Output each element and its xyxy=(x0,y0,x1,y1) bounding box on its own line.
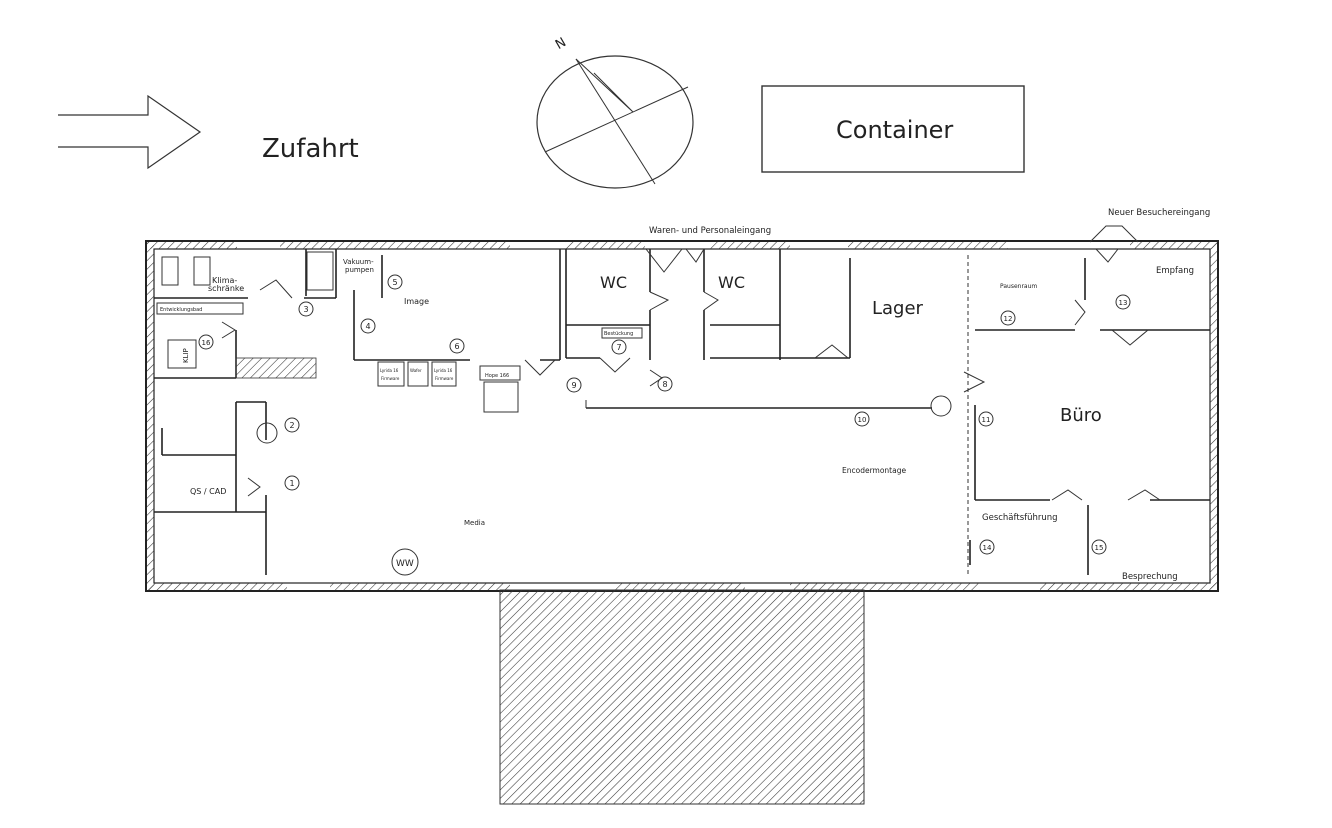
marker-11: 11 xyxy=(978,411,994,427)
bestueckung-label: Bestückung xyxy=(604,331,633,337)
entrance-arrow-icon xyxy=(58,94,202,170)
vakuum-label-2: pumpen xyxy=(345,266,374,274)
equipment xyxy=(156,251,952,444)
svg-text:WW: WW xyxy=(396,559,414,569)
besprechung-label: Besprechung xyxy=(1122,572,1178,582)
marker-label: 2 xyxy=(289,421,294,430)
klip-label: KLIP xyxy=(182,348,190,363)
hope-label: Hope 166 xyxy=(485,373,509,379)
marker-4: 4 xyxy=(360,318,376,334)
marker-7: 7 xyxy=(611,339,627,355)
container-box xyxy=(761,85,1025,173)
lager-label: Lager xyxy=(872,298,924,319)
klima-label-2: schränke xyxy=(208,284,244,293)
zufahrt-label: Zufahrt xyxy=(262,134,359,164)
machine-b-label-1: Wafer xyxy=(410,368,422,373)
marker-6: 6 xyxy=(449,338,465,354)
pausenraum-label: Pausenraum xyxy=(1000,283,1037,290)
marker-label: 3 xyxy=(303,305,308,314)
marker-label: 13 xyxy=(1119,299,1128,307)
marker-label: 16 xyxy=(202,339,211,347)
marker-label: 11 xyxy=(982,416,991,424)
marker-label: 7 xyxy=(616,343,621,352)
marker-1: 1 xyxy=(284,475,300,491)
door-symbols xyxy=(221,225,1161,501)
container-label: Container xyxy=(836,116,953,144)
marker-label: 12 xyxy=(1004,315,1013,323)
wc-left-label: WC xyxy=(600,273,627,292)
encodermontage-label: Encodermontage xyxy=(842,466,906,475)
marker-label: 6 xyxy=(454,342,459,351)
marker-16: 16 xyxy=(198,334,214,350)
vakuum-label-1: Vakuum- xyxy=(343,258,374,266)
compass-icon xyxy=(536,55,694,189)
interior-walls xyxy=(154,249,1210,575)
buero-label: Büro xyxy=(1060,405,1102,426)
marker-label: 8 xyxy=(662,380,667,389)
marker-2: 2 xyxy=(284,417,300,433)
marker-label: 14 xyxy=(983,544,992,552)
marker-10: 10 xyxy=(854,411,870,427)
marker-5: 5 xyxy=(387,274,403,290)
marker-label: 5 xyxy=(392,278,397,287)
wc-right-label: WC xyxy=(718,273,745,292)
marker-14: 14 xyxy=(979,539,995,555)
north-label: N xyxy=(553,35,569,53)
klima-label-1: Klima- xyxy=(212,276,237,285)
machine-a-label-2: Firmware xyxy=(381,376,400,381)
marker-8: 8 xyxy=(657,376,673,392)
waren-eingang-label: Waren- und Personaleingang xyxy=(649,226,771,236)
marker-9: 9 xyxy=(566,377,582,393)
marker-label: 9 xyxy=(571,381,576,390)
besucher-eingang-label: Neuer Besuchereingang xyxy=(1108,208,1210,218)
marker-label: 10 xyxy=(858,416,867,424)
empfang-label: Empfang xyxy=(1156,266,1194,276)
media-label: Media xyxy=(464,519,485,527)
machine-a-label-1: Lyrida 16 xyxy=(380,368,399,373)
entwicklung-label: Entwicklungsbad xyxy=(160,307,202,313)
qs-cad-label: QS / CAD xyxy=(190,487,226,496)
marker-3: 3 xyxy=(298,301,314,317)
marker-label: 1 xyxy=(289,479,294,488)
ww-marker: WW xyxy=(391,548,419,576)
image-label: Image xyxy=(404,297,429,306)
marker-label: 15 xyxy=(1095,544,1104,552)
machine-c-label-1: Lyrida 16 xyxy=(434,368,453,373)
marker-13: 13 xyxy=(1115,294,1131,310)
machine-c-label-2: Firmware xyxy=(435,376,454,381)
marker-15: 15 xyxy=(1091,539,1107,555)
marker-12: 12 xyxy=(1000,310,1016,326)
terrace-hatched-area xyxy=(499,589,865,805)
marker-label: 4 xyxy=(365,322,370,331)
geschaeftsfuehrung-label: Geschäftsführung xyxy=(982,513,1058,523)
